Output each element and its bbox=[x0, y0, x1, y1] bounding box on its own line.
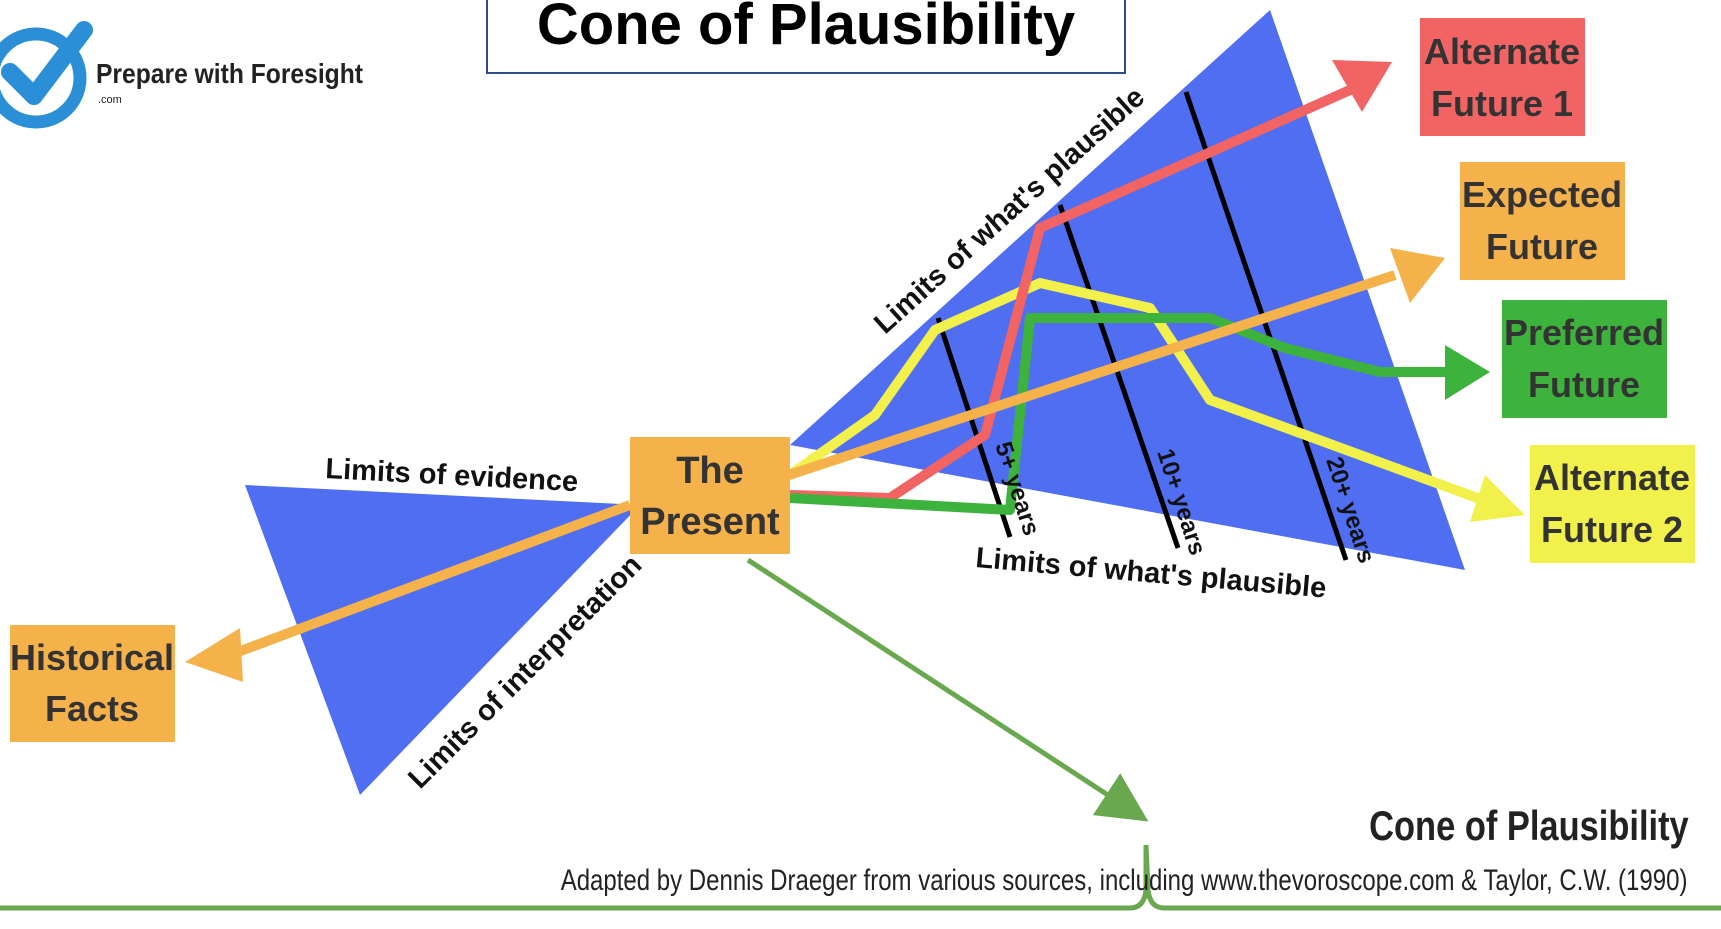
logo-check-icon bbox=[0, 21, 93, 129]
preferred-future-label-line1: Preferred bbox=[1504, 312, 1664, 353]
historical-facts-label-line2: Facts bbox=[45, 688, 139, 729]
alternate-future-1-box bbox=[1420, 18, 1585, 136]
historical-facts-label-line1: Historical bbox=[10, 637, 174, 678]
present-label-line1: The bbox=[676, 450, 744, 492]
alternate-future-2-arrowhead bbox=[1470, 475, 1525, 522]
expected-future-label-line2: Future bbox=[1486, 226, 1598, 267]
limits-plausible-bottom-label: Limits of what's plausible bbox=[974, 542, 1327, 605]
horizon-line-5 bbox=[935, 317, 1013, 538]
expected-future-box bbox=[1460, 162, 1625, 280]
horizon-line-10 bbox=[1057, 204, 1181, 549]
page-title: Cone of Plausibility bbox=[486, 0, 1126, 74]
present-label-line2: Present bbox=[640, 501, 780, 543]
historical-facts-arrowhead bbox=[185, 628, 243, 682]
present-box bbox=[630, 437, 790, 554]
footer-credit: Adapted by Dennis Draeger from various s… bbox=[560, 864, 1687, 897]
preferred-future-arrowhead bbox=[1445, 345, 1490, 400]
alternate-future-1-arrowhead bbox=[1332, 60, 1392, 112]
historical-facts-box bbox=[10, 625, 175, 742]
horizon-line-20 bbox=[1183, 91, 1349, 561]
callout-bracket bbox=[0, 844, 1721, 911]
callout-arrow bbox=[746, 557, 1149, 822]
preferred-future-box bbox=[1502, 300, 1667, 418]
past-cone bbox=[245, 485, 640, 795]
logo-text: Prepare with Foresight bbox=[96, 58, 363, 89]
alternate-future-2-box bbox=[1530, 445, 1695, 563]
footer-title: Cone of Plausibility bbox=[1369, 802, 1689, 849]
expected-future-arrowhead bbox=[1390, 248, 1445, 303]
alternate-future-2-label-line1: Alternate bbox=[1534, 457, 1690, 498]
logo-subtext: .com bbox=[98, 94, 122, 106]
alternate-future-2-path bbox=[787, 278, 1512, 515]
preferred-future-label-line2: Future bbox=[1528, 364, 1640, 405]
historical-facts-path bbox=[228, 500, 632, 660]
alternate-future-1-label-line1: Alternate bbox=[1424, 31, 1580, 72]
alternate-future-1-label-line2: Future 1 bbox=[1431, 83, 1573, 124]
preferred-future-path bbox=[789, 313, 1450, 515]
expected-future-path bbox=[778, 270, 1397, 483]
alternate-future-2-label-line2: Future 2 bbox=[1541, 509, 1683, 550]
expected-future-label-line1: Expected bbox=[1462, 174, 1622, 215]
